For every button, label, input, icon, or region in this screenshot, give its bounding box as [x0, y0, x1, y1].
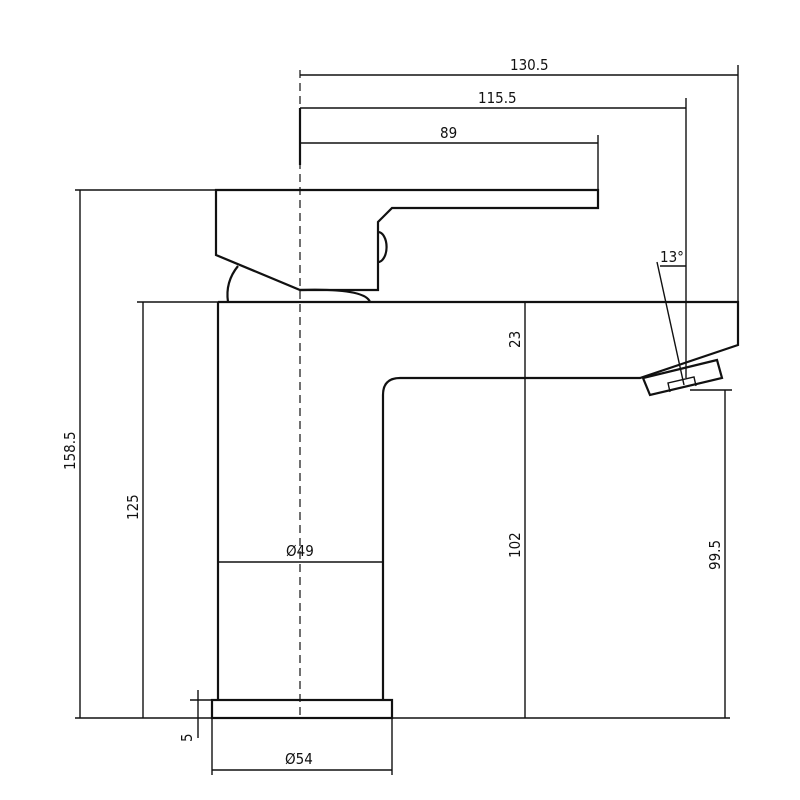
handle-pivot: [377, 230, 388, 264]
dim-label-base-height: 5: [178, 733, 196, 742]
dim-label-outlet-height: 99.5: [706, 540, 724, 570]
handle-dome: [226, 265, 239, 303]
dim-label-aerator-angle: 13°: [660, 248, 684, 266]
dim-label-body-diameter: Ø49: [286, 542, 314, 560]
handle-dome-right: [299, 288, 372, 303]
dim-label-body-height: 125: [124, 494, 142, 520]
dim-label-overall-height: 158.5: [61, 431, 79, 470]
dim-label-handle-length: 89: [440, 124, 457, 142]
aerator-insert: [667, 376, 697, 393]
lever-handle: [214, 188, 600, 292]
dim-label-overall-reach: 130.5: [510, 56, 549, 74]
base-plate: [210, 698, 394, 720]
spout-outline: [218, 300, 740, 700]
dim-label-base-diameter: Ø54: [285, 750, 313, 768]
dim-label-spout-clearance: 102: [506, 532, 524, 558]
angle-line: [656, 261, 685, 386]
dim-label-spout-reach: 115.5: [478, 89, 517, 107]
aerator: [641, 358, 724, 397]
dim-label-spout-thickness: 23: [506, 331, 524, 348]
